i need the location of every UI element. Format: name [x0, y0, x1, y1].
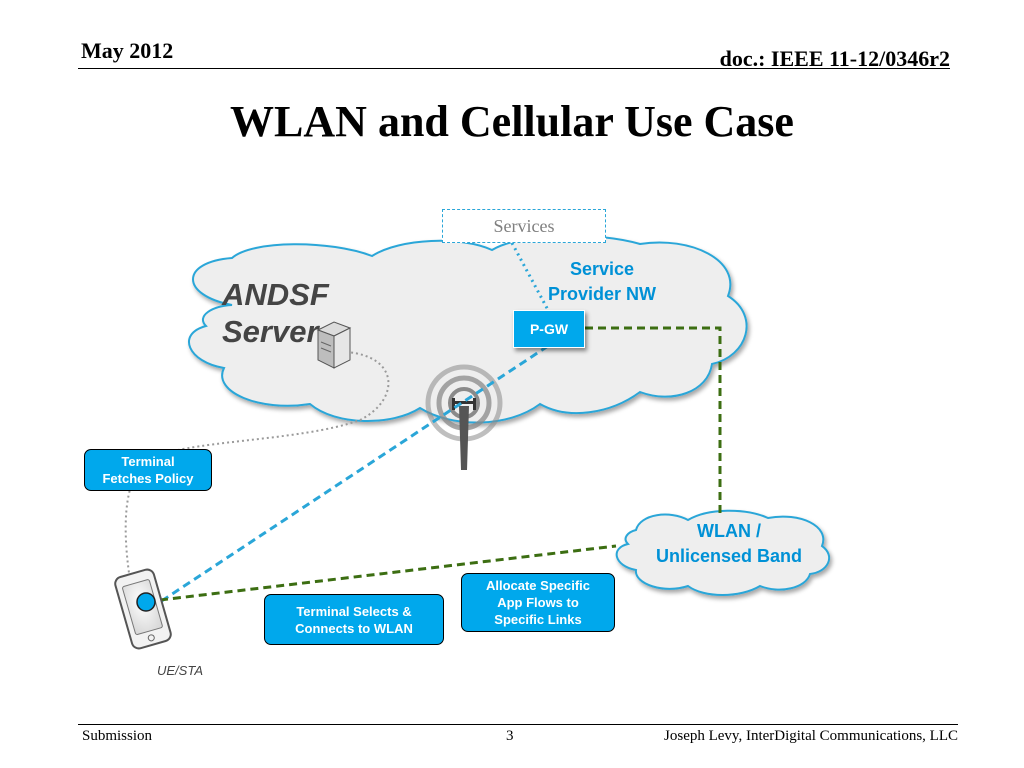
- policy-fetch-link: [124, 351, 390, 581]
- service-provider-label: Service Provider NW: [547, 259, 657, 304]
- footer-page-number: 3: [506, 728, 514, 744]
- footer-divider: [78, 724, 958, 725]
- andsf-server-label: ANDSF Server: [222, 277, 329, 349]
- services-box: Services: [442, 209, 606, 243]
- footer-author: Joseph Levy, InterDigital Communications…: [664, 728, 958, 744]
- header-doc-id: doc.: IEEE 11-12/0346r2: [719, 46, 950, 71]
- cell-tower-icon: [425, 364, 503, 470]
- pgw-wlan-link: [585, 326, 722, 514]
- footer-submission: Submission: [82, 728, 153, 744]
- callout-terminal-fetches-policy: Terminal Fetches Policy: [84, 449, 212, 491]
- wlan-link: [159, 544, 617, 602]
- callout-allocate-app-flows: Allocate Specific App Flows to Specific …: [461, 573, 615, 632]
- ue-sta-label: UE/STA: [157, 663, 203, 678]
- header-date: May 2012: [81, 38, 174, 63]
- ue-indicator: [136, 592, 156, 612]
- slide-title: WLAN and Cellular Use Case: [230, 97, 794, 146]
- services-link: [510, 242, 550, 311]
- pgw-box: P-GW: [513, 310, 585, 348]
- service-provider-cloud: [188, 234, 748, 424]
- wlan-label: WLAN / Unlicensed Band: [655, 521, 803, 566]
- callout-terminal-selects-wlan: Terminal Selects & Connects to WLAN: [264, 594, 444, 645]
- header-divider: [78, 68, 950, 69]
- server-icon: [316, 321, 352, 369]
